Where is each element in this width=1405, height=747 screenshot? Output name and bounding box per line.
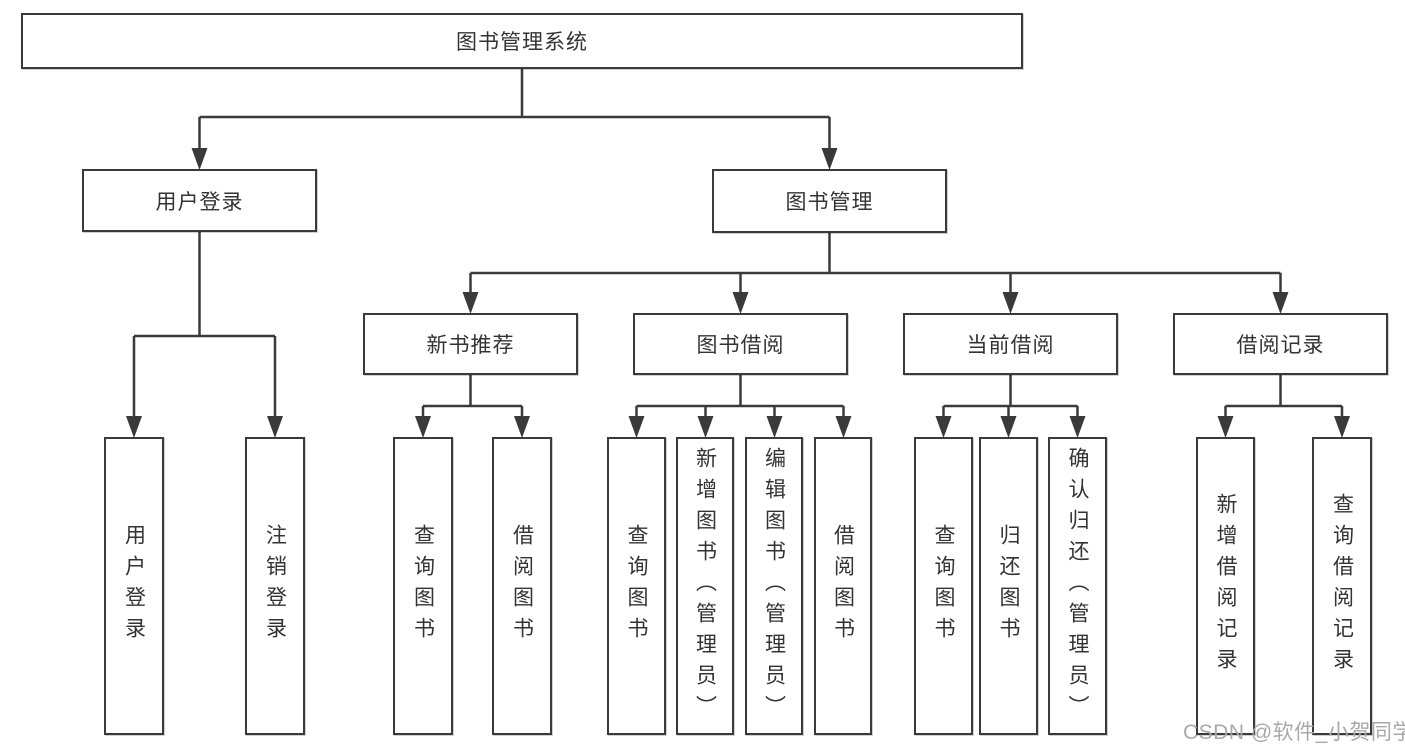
node-label: 新增借阅记录 [1214,493,1237,679]
node-leaf-confirm-return-admin: 确认归还（管理员） [1048,437,1107,735]
node-label: 图书管理 [785,191,874,214]
node-library-system: 图书管理系统 [21,13,1023,69]
node-label: 归还图书 [997,524,1020,648]
node-new-book-recommend: 新书推荐 [363,313,578,375]
node-leaf-user-login: 用户登录 [104,437,164,735]
node-leaf-query-book-borrow: 查询图书 [607,437,666,735]
node-label: 确认归还（管理员） [1066,446,1089,726]
node-leaf-logout: 注销登录 [245,437,305,735]
node-label: 新增图书（管理员） [693,446,717,726]
node-leaf-add-borrow-record: 新增借阅记录 [1196,437,1255,735]
csdn-watermark: CSDN @软件_小贺同学 [1183,721,1405,744]
node-label: 借阅图书 [831,524,855,648]
node-user-login: 用户登录 [82,169,317,232]
node-label: 注销登录 [263,524,287,648]
node-borrow-records: 借阅记录 [1173,313,1388,375]
node-label: 查询图书 [411,524,435,648]
node-label: 图书借阅 [696,334,785,357]
node-label: 查询图书 [932,524,955,648]
node-leaf-borrow-book: 借阅图书 [814,437,872,735]
node-leaf-edit-book-admin: 编辑图书（管理员） [745,437,803,735]
node-label: 图书管理系统 [456,31,588,54]
node-leaf-query-book-current: 查询图书 [914,437,973,735]
node-leaf-borrow-book-recommend: 借阅图书 [492,437,552,735]
node-label: 查询图书 [625,524,648,648]
node-label: 当前借阅 [966,334,1055,357]
node-label: 用户登录 [122,524,146,648]
node-label: 用户登录 [155,190,244,214]
connector-stems [132,69,1344,418]
node-book-borrow: 图书借阅 [633,313,848,375]
node-leaf-query-borrow-record: 查询借阅记录 [1312,437,1372,735]
node-label: 查询借阅记录 [1330,493,1354,679]
node-leaf-add-book-admin: 新增图书（管理员） [676,437,734,735]
arrowhead-icons [126,148,1350,438]
node-current-borrow: 当前借阅 [903,313,1118,375]
node-label: 借阅图书 [510,524,534,648]
node-label: 编辑图书（管理员） [762,446,786,726]
node-leaf-return-book: 归还图书 [979,437,1038,735]
node-label: 新书推荐 [426,334,515,357]
node-label: 借阅记录 [1236,334,1325,357]
node-book-management: 图书管理 [712,169,947,233]
node-leaf-query-book-recommend: 查询图书 [393,437,453,735]
